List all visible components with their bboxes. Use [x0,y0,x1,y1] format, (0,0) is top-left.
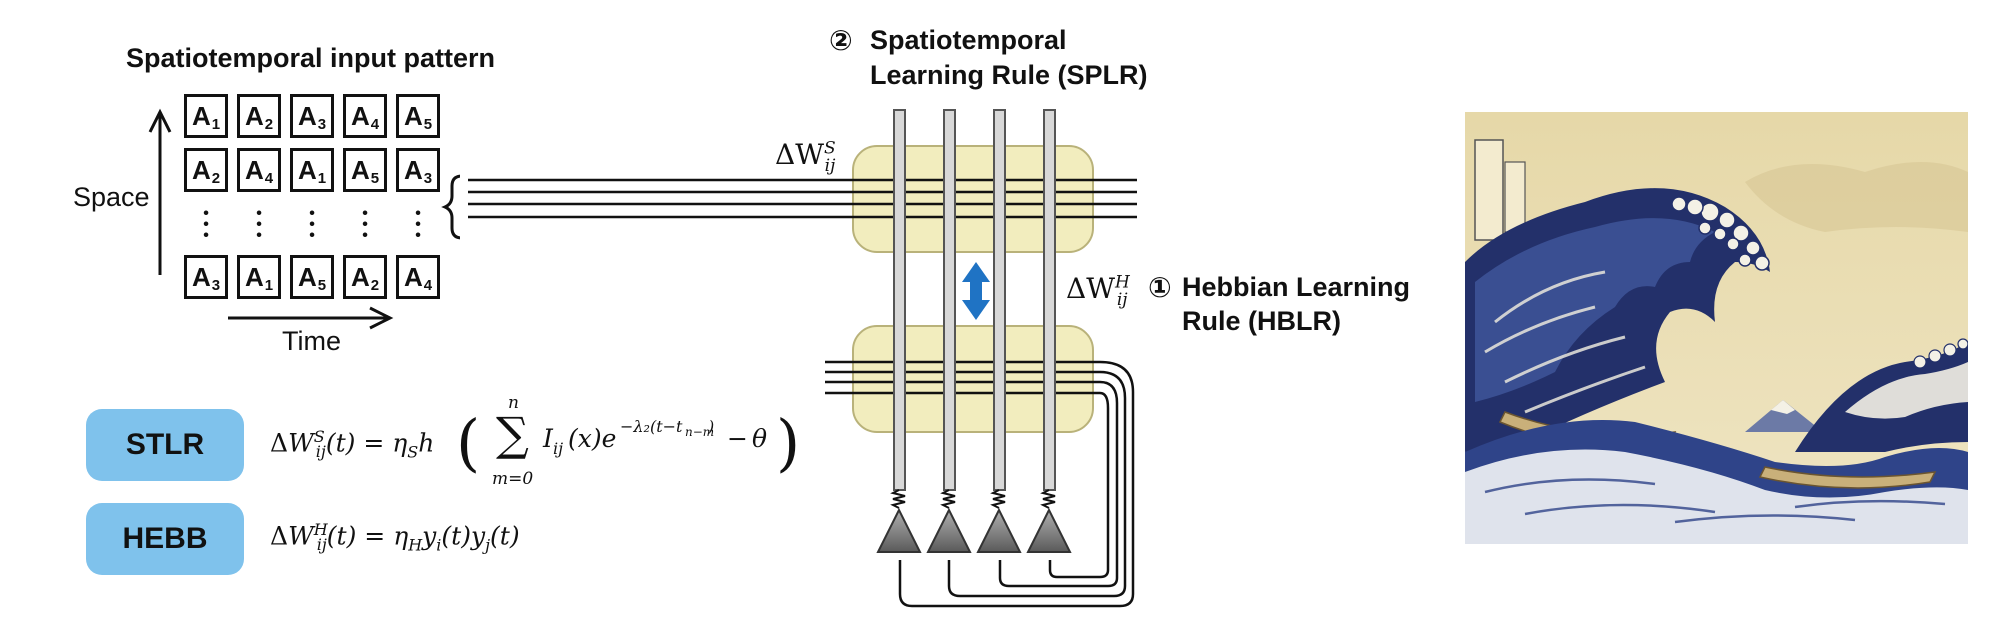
svg-text:ij: ij [553,439,563,458]
svg-text:(: ( [456,406,480,479]
splr-label-line1: Spatiotemporal [870,25,1067,55]
ellipsis-dots: ••• [309,205,315,244]
svg-text:): ) [776,406,800,479]
pattern-cell: A4 [237,148,281,192]
pattern-cell: A1 [184,94,228,138]
svg-text:−: − [727,424,748,453]
pattern-cell: A2 [184,148,228,192]
interaction-double-arrow [962,262,990,320]
pattern-cell: A1 [237,255,281,299]
hblr-label-line1: Hebbian Learning [1182,272,1411,302]
stlr-equation-body: ( ∑ n m=0 I ij (x)e −λ₂(t−t n−m ) − θ ) [456,393,800,489]
svg-text:−λ₂(t−t: −λ₂(t−t [620,417,683,436]
neuron-bars [893,109,1056,491]
network-diagram [468,109,1137,608]
hblr-synapse-block [852,325,1094,433]
svg-text:): ) [707,417,714,436]
hblr-delta-weight: ΔWHij [1066,272,1130,310]
stlr-pill: STLR [86,409,244,481]
splr-number: ② [829,25,853,56]
hblr-number: ① [1148,272,1172,303]
synapse-springs [890,489,1056,509]
hebb-equation: ΔWHij(t) = ηHyi(t)yj(t) [270,520,520,555]
svg-text:(x)e: (x)e [568,424,616,453]
pattern-cell: A3 [290,94,334,138]
hebb-pill: HEBB [86,503,244,575]
svg-text:∑: ∑ [496,407,529,461]
ellipsis-dots: ••• [362,205,368,244]
ellipsis-dots: ••• [415,205,421,244]
axis-arrows [148,108,460,330]
neuron-1 [876,507,922,553]
neuron-triangles [876,507,1072,553]
hblr-label-line2: Rule (HBLR) [1182,306,1341,336]
splr-label-line2: Learning Rule (SPLR) [870,60,1148,90]
pattern-cell: A5 [290,255,334,299]
time-label: Time [282,326,341,356]
ellipsis-dots: ••• [203,205,209,244]
pattern-cell: A3 [184,255,228,299]
splr-delta-weight: ΔWSij [775,138,836,176]
neuron-2 [926,507,972,553]
pattern-cell: A1 [290,148,334,192]
pattern-cell: A3 [396,148,440,192]
input-lines [468,178,1137,219]
pattern-cell: A4 [396,255,440,299]
svg-text:I: I [542,424,554,453]
neuron-4 [1026,507,1072,553]
space-label: Space [73,182,150,212]
neuron-3 [976,507,1022,553]
pattern-cell: A4 [343,94,387,138]
pattern-cell: A2 [343,255,387,299]
svg-text:n−m: n−m [685,425,714,439]
stlr-equation: ΔWSij(t) = ηSh [270,427,435,462]
ellipsis-dots: ••• [256,205,262,244]
splr-synapse-block [852,145,1094,253]
great-wave-image [1465,112,1968,544]
svg-text:n: n [508,393,519,413]
svg-text:m=0: m=0 [492,469,533,489]
pattern-cell: A5 [343,148,387,192]
svg-text:θ: θ [752,424,767,453]
pattern-cell: A5 [396,94,440,138]
pattern-cell: A2 [237,94,281,138]
input-brace [441,174,460,240]
input-pattern-title: Spatiotemporal input pattern [126,43,496,73]
